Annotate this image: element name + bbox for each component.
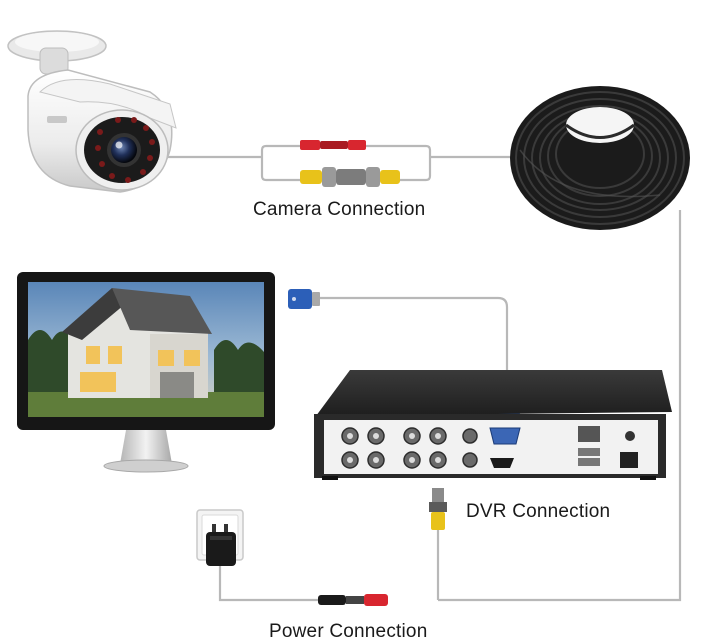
wires	[165, 144, 682, 602]
video-connector-icon	[300, 167, 400, 187]
bullet-camera-icon	[7, 30, 177, 193]
power-adapter-icon	[206, 532, 236, 566]
splitter-loop	[260, 144, 432, 182]
lan-port	[578, 426, 600, 442]
dc-connector-icon	[318, 594, 388, 606]
power-connection-label: Power Connection	[269, 621, 428, 642]
dvr-connection-label: DVR Connection	[466, 501, 611, 522]
monitor-icon	[17, 272, 275, 473]
power-wire	[218, 566, 318, 602]
power-connector-icon	[300, 140, 366, 150]
camera-connection-label: Camera Connection	[253, 199, 426, 220]
coil-to-power-wire	[438, 210, 682, 602]
vga-connector-icon	[288, 289, 320, 309]
dvr-icon	[314, 370, 672, 480]
vga-wire	[318, 296, 509, 384]
vga-port	[489, 427, 521, 445]
bnc-connector-icon	[429, 488, 447, 530]
hdmi-port	[490, 458, 514, 468]
usb-port	[578, 448, 600, 456]
cable-coil-icon	[510, 86, 690, 230]
